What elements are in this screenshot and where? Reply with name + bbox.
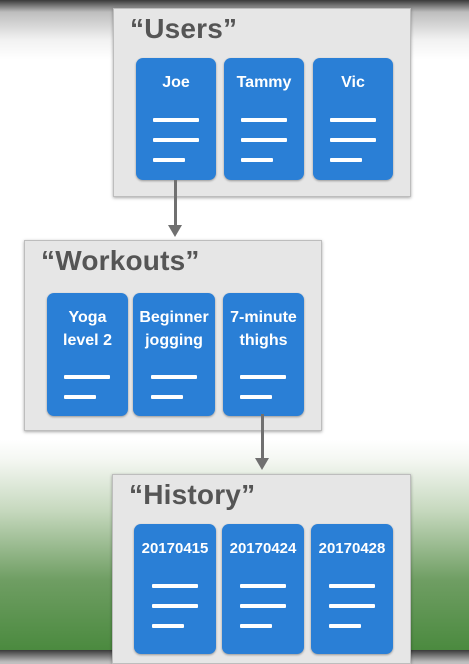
users-title: “Users” <box>130 13 238 44</box>
card-text-line <box>240 624 272 628</box>
workout-card-label: Yoga level 2 <box>63 309 112 349</box>
card-text-line <box>240 375 286 379</box>
history-card-label: 20170424 <box>229 540 297 557</box>
card-text-line <box>153 138 199 142</box>
card-text-line <box>64 375 110 379</box>
card-text-line <box>330 158 362 162</box>
arrowhead-down-icon <box>168 225 182 237</box>
workout-card-thighs: 7-minute thighs <box>223 293 304 416</box>
user-card-joe: Joe <box>136 58 216 180</box>
card-text-line <box>151 375 197 379</box>
card-text-line <box>329 604 375 608</box>
connector-users-to-workouts <box>174 180 177 226</box>
card-text-line <box>151 395 183 399</box>
card-text-line <box>241 118 287 122</box>
card-text-line <box>330 138 376 142</box>
connector-workouts-to-history <box>261 414 264 459</box>
history-card-20170424: 20170424 <box>222 524 304 654</box>
card-text-line <box>329 584 375 588</box>
history-title: “History” <box>129 479 256 510</box>
history-collection: “History” 20170415 20170424 20170428 <box>112 474 411 664</box>
user-card-label: Vic <box>341 74 365 91</box>
card-text-line <box>330 118 376 122</box>
user-card-label: Tammy <box>236 74 292 91</box>
users-collection: “Users” Joe Tammy Vic <box>113 8 411 197</box>
card-text-line <box>240 395 272 399</box>
user-card-vic: Vic <box>313 58 393 180</box>
card-text-line <box>153 118 199 122</box>
user-card-label: Joe <box>162 74 190 91</box>
card-text-line <box>152 584 198 588</box>
workout-card-label: Beginner jogging <box>139 309 209 349</box>
workout-card-yoga: Yoga level 2 <box>47 293 128 416</box>
history-card-20170415: 20170415 <box>134 524 216 654</box>
card-text-line <box>240 604 286 608</box>
card-text-line <box>241 138 287 142</box>
history-card-20170428: 20170428 <box>311 524 393 654</box>
card-text-line <box>152 624 184 628</box>
card-text-line <box>240 584 286 588</box>
card-text-line <box>152 604 198 608</box>
arrowhead-down-icon <box>255 458 269 470</box>
card-text-line <box>329 624 361 628</box>
workouts-collection: “Workouts” Yoga level 2 Beginner jogging… <box>24 240 322 431</box>
history-card-label: 20170415 <box>141 540 209 557</box>
workout-card-label: 7-minute thighs <box>230 309 297 349</box>
card-text-line <box>64 395 96 399</box>
workouts-title: “Workouts” <box>41 245 200 276</box>
workout-card-jogging: Beginner jogging <box>133 293 215 416</box>
history-card-label: 20170428 <box>318 540 386 557</box>
card-text-line <box>153 158 185 162</box>
user-card-tammy: Tammy <box>224 58 304 180</box>
card-text-line <box>241 158 273 162</box>
